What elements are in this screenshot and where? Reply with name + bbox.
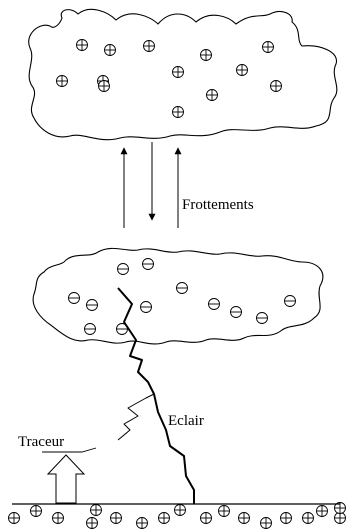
leader-pointer-line [42, 447, 97, 453]
lower-cloud-charge [86, 299, 98, 311]
ground-charge [238, 512, 250, 524]
convection-arrows [120, 142, 182, 228]
ground-charge [302, 512, 314, 524]
lightning-label: Eclair [168, 413, 204, 429]
ground-charge [280, 512, 292, 524]
ground-charge [200, 512, 212, 524]
upper-cloud-charge [236, 64, 248, 76]
ground-charge [218, 505, 230, 517]
upper-cloud-charge [200, 49, 212, 61]
upper-cloud-charge [262, 41, 274, 53]
upper-cloud-charge [172, 66, 184, 78]
upper-cloud-charge [104, 44, 116, 56]
friction-label: Frottements [182, 197, 254, 213]
lower-cloud-charge [230, 306, 242, 318]
upper-cloud-charge [172, 106, 184, 118]
ground-charge [316, 505, 328, 517]
leader-branch [117, 393, 155, 441]
leader-hollow-arrow [46, 454, 86, 504]
ground-charge [90, 504, 102, 516]
lower-cloud-charge [142, 258, 154, 270]
ground-charge [334, 502, 346, 514]
ground-charge [260, 517, 272, 529]
lower-cloud-charge [140, 301, 152, 313]
upper-cloud-charge [270, 80, 282, 92]
lightning-bolt [117, 287, 195, 504]
ground-charge [30, 505, 42, 517]
ground-charge [174, 504, 186, 516]
lower-cloud-charge [68, 292, 80, 304]
ground-charge [86, 517, 98, 529]
lower-cloud-charge [256, 312, 268, 324]
lower-cloud-charge [117, 263, 129, 275]
ground-charge [158, 512, 170, 524]
ground-charge [136, 517, 148, 529]
upper-cloud-charge [206, 89, 218, 101]
lower-cloud-charge [84, 323, 96, 335]
upper-cloud-charge [98, 80, 110, 92]
upper-cloud-charge [76, 39, 88, 51]
ground-charge [8, 512, 20, 524]
ground-charge [334, 512, 346, 524]
charges-layer [8, 39, 346, 529]
ground-charge [110, 512, 122, 524]
leader-label: Traceur [18, 434, 64, 450]
upper-cloud-charge [143, 40, 155, 52]
upper-cloud-charge [56, 75, 68, 87]
lower-cloud-charge [208, 298, 220, 310]
lower-cloud-charge [284, 295, 296, 307]
ground-charge [52, 512, 64, 524]
upper-cloud [28, 8, 338, 141]
lower-cloud-charge [176, 282, 188, 294]
lower-cloud [32, 247, 324, 345]
